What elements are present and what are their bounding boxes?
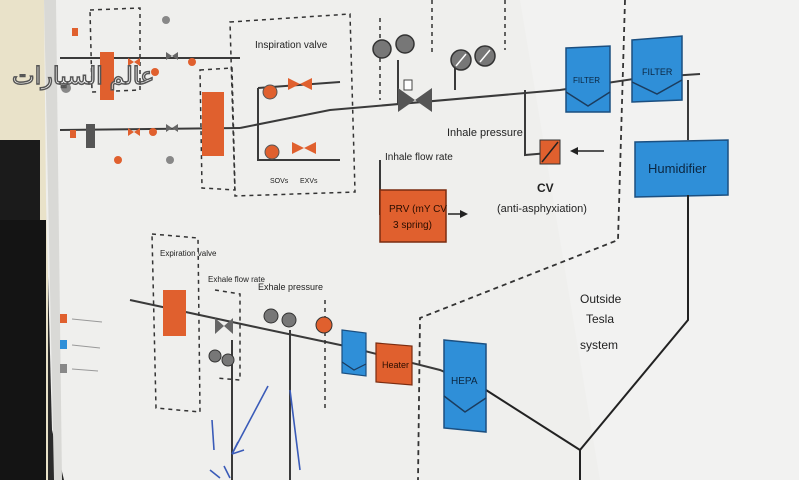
cv-sub-label: (anti-asphyxiation)	[497, 203, 587, 215]
inhale-flow-gauges	[372, 34, 415, 59]
handwritten-arrows	[209, 385, 301, 479]
pressure-relief-dot	[315, 316, 333, 334]
legend-grey-swatch	[60, 364, 67, 373]
outside-label-line1: Outside	[580, 292, 622, 306]
prv-label-line1: PRV (mY CV	[389, 204, 447, 215]
sov-solenoid-top	[262, 84, 278, 100]
cv-check-valve	[539, 139, 604, 165]
cv-label: CV	[537, 181, 554, 195]
legend-blue-swatch	[60, 340, 67, 349]
left-orange-dot-1	[114, 156, 122, 164]
expiration-valve-label: Expiration valve	[160, 249, 217, 258]
outside-label-line2: Tesla	[586, 312, 614, 326]
lower-filter-box	[341, 329, 367, 377]
hepa-box: HEPA	[443, 339, 487, 433]
prv-label-line2: 3 spring)	[393, 220, 432, 231]
legend-orange-swatch	[60, 314, 67, 323]
left-small-valves	[128, 52, 178, 136]
mixing-chamber-block	[202, 92, 224, 156]
exv-valve-bottom	[292, 142, 316, 154]
exhale-pressure-label: Exhale pressure	[258, 282, 323, 292]
inhale-pressure-label: Inhale pressure	[447, 127, 523, 139]
filter-box-2: FILTER	[631, 35, 683, 103]
inhale-flow-valve	[398, 79, 432, 112]
heater-label: Heater	[382, 360, 409, 370]
exhale-flow-gauges	[208, 349, 235, 367]
left-orange-dot-3	[149, 128, 157, 136]
exvs-label: EXVs	[300, 178, 318, 185]
left-orange-dot-4	[188, 58, 196, 66]
outside-label-line3: system	[580, 338, 618, 352]
left-grey-dot-2	[166, 156, 174, 164]
board-glare	[520, 0, 799, 480]
exhale-flow-valve	[215, 318, 233, 334]
left-grey-dot-3	[61, 83, 71, 93]
inhale-pressure-gauges	[450, 45, 496, 71]
sov-solenoid-bottom	[264, 144, 280, 160]
exhale-flow-rate-label: Exhale flow rate	[208, 275, 265, 284]
whiteboard-edge	[44, 0, 62, 480]
expiration-solenoid-block	[163, 290, 186, 336]
outside-outline	[485, 195, 689, 480]
exv-valve-top	[288, 78, 312, 90]
left-small-orange-top	[72, 28, 78, 36]
left-orange-dot-2	[151, 68, 159, 76]
humidifier-box: Humidifier	[634, 139, 729, 198]
filter-2-label: FILTER	[642, 67, 673, 77]
upper-dashed-boxes	[89, 0, 506, 197]
filter-1-label: FILTER	[573, 76, 600, 85]
left-grey-block	[86, 124, 95, 148]
exhale-pressure-gauges	[263, 308, 297, 328]
humidifier-label: Humidifier	[648, 161, 707, 176]
left-orange-block	[100, 52, 114, 100]
left-small-orange	[70, 130, 76, 138]
watermark-text: عالم السيارات	[12, 63, 154, 91]
desk-left	[0, 220, 46, 480]
inspiration-valve-label: Inspiration valve	[255, 40, 328, 51]
legend	[60, 314, 103, 373]
system-boundary	[417, 0, 626, 480]
prv-box: PRV (mY CV 3 spring)	[379, 189, 468, 243]
monitor-left	[0, 140, 40, 220]
inhale-flow-rate-label: Inhale flow rate	[385, 152, 453, 163]
hepa-label: HEPA	[451, 376, 478, 387]
left-grey-dot-1	[162, 16, 170, 24]
heater-box: Heater	[375, 342, 413, 386]
sovs-label: SOVs	[270, 178, 289, 185]
filter-box-1: FILTER	[565, 45, 611, 113]
